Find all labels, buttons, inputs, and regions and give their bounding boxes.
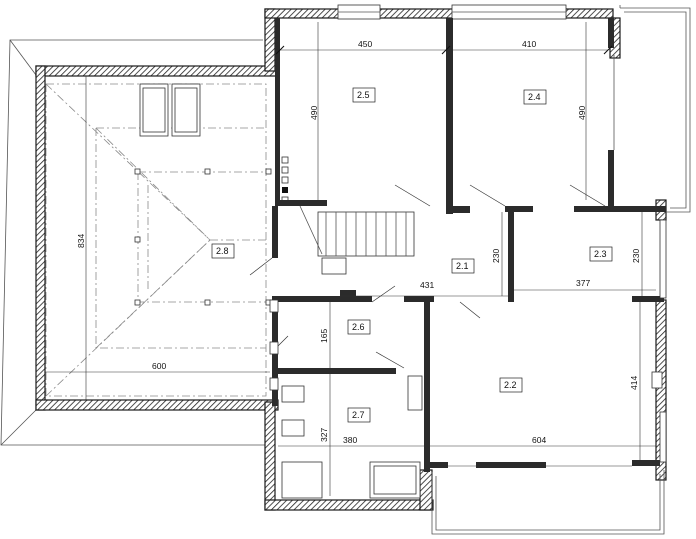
room-2-7: 2.7 [352, 410, 365, 420]
dim-834: 834 [76, 234, 86, 248]
dimension-lines [45, 22, 656, 496]
dim-414: 414 [629, 376, 639, 390]
main-walls [264, 8, 667, 511]
room-2-4: 2.4 [528, 92, 541, 102]
room-2-3: 2.3 [594, 249, 607, 259]
dim-490-right: 490 [577, 106, 587, 120]
room-2-8: 2.8 [216, 246, 229, 256]
bathroom-fixtures [269, 299, 663, 499]
dim-327: 327 [319, 428, 329, 442]
dim-377: 377 [576, 278, 590, 288]
dim-230-left: 230 [491, 249, 501, 263]
dim-165: 165 [319, 329, 329, 343]
dim-230-right: 230 [631, 249, 641, 263]
dim-431: 431 [420, 280, 434, 290]
door-swings [249, 184, 606, 369]
roof-outline [0, 5, 621, 446]
room-2-5: 2.5 [357, 90, 370, 100]
windows-top [337, 4, 567, 20]
dim-410: 410 [522, 39, 536, 49]
stair [299, 205, 415, 275]
dim-600: 600 [152, 361, 166, 371]
skylights [139, 83, 201, 137]
dimension-labels: 450 410 490 490 834 230 230 431 377 165 … [76, 39, 641, 445]
dim-450: 450 [358, 39, 372, 49]
roof-hip-lines [45, 83, 270, 397]
balcony [431, 7, 691, 535]
roof-markers [134, 156, 289, 306]
dim-380: 380 [343, 435, 357, 445]
dim-604: 604 [532, 435, 546, 445]
dim-490-left: 490 [309, 106, 319, 120]
room-2-2: 2.2 [504, 380, 517, 390]
room-labels: 2.5 2.4 2.8 2.1 2.3 2.6 2.2 2.7 [211, 87, 613, 423]
room-2-6: 2.6 [352, 322, 365, 332]
room-2-1: 2.1 [456, 261, 469, 271]
